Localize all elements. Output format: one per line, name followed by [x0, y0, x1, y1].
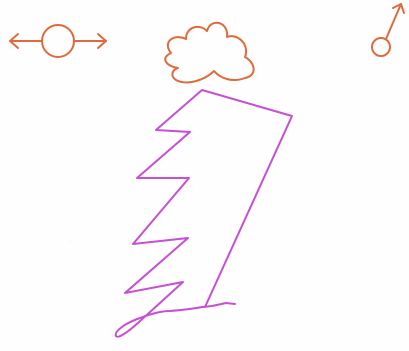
double-arrow-circle-icon: [10, 25, 106, 57]
paper-texture: [69, 89, 326, 321]
zigzag-scribble: [116, 90, 292, 337]
circle-icon: [42, 25, 74, 57]
male-symbol-icon: [372, 4, 404, 56]
cloud-shape-icon: [165, 23, 253, 83]
